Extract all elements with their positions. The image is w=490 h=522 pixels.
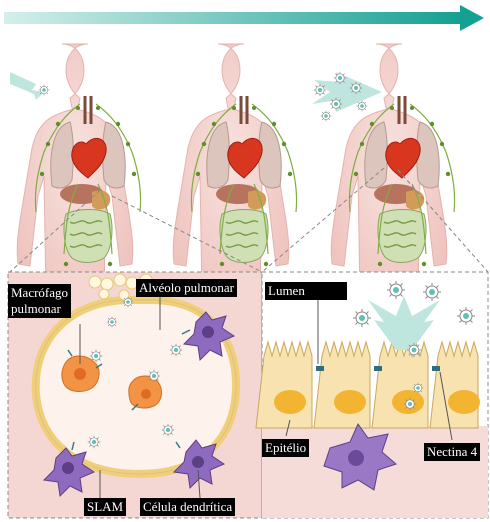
label-celula-dendritica: Célula dendrítica	[140, 498, 235, 516]
epithelium-panel	[256, 272, 488, 518]
epithelial-cells	[256, 342, 478, 428]
label-epitelio: Epitélio	[262, 439, 309, 457]
label-slam: SLAM	[84, 498, 126, 516]
human-figure-stage-2	[173, 44, 296, 298]
label-nectina-4: Nectina 4	[424, 443, 480, 461]
inhalation-arrow	[10, 72, 49, 100]
label-alveolo-pulmonar: Alvéolo pulmonar	[136, 279, 237, 297]
label-lumen: Lumen	[265, 282, 347, 300]
progression-arrow	[4, 5, 484, 31]
human-figure-stage-1	[17, 44, 140, 298]
macrophage-cell	[129, 376, 162, 408]
label-macrofago-pulmonar: Macrófago pulmonar	[8, 284, 71, 318]
